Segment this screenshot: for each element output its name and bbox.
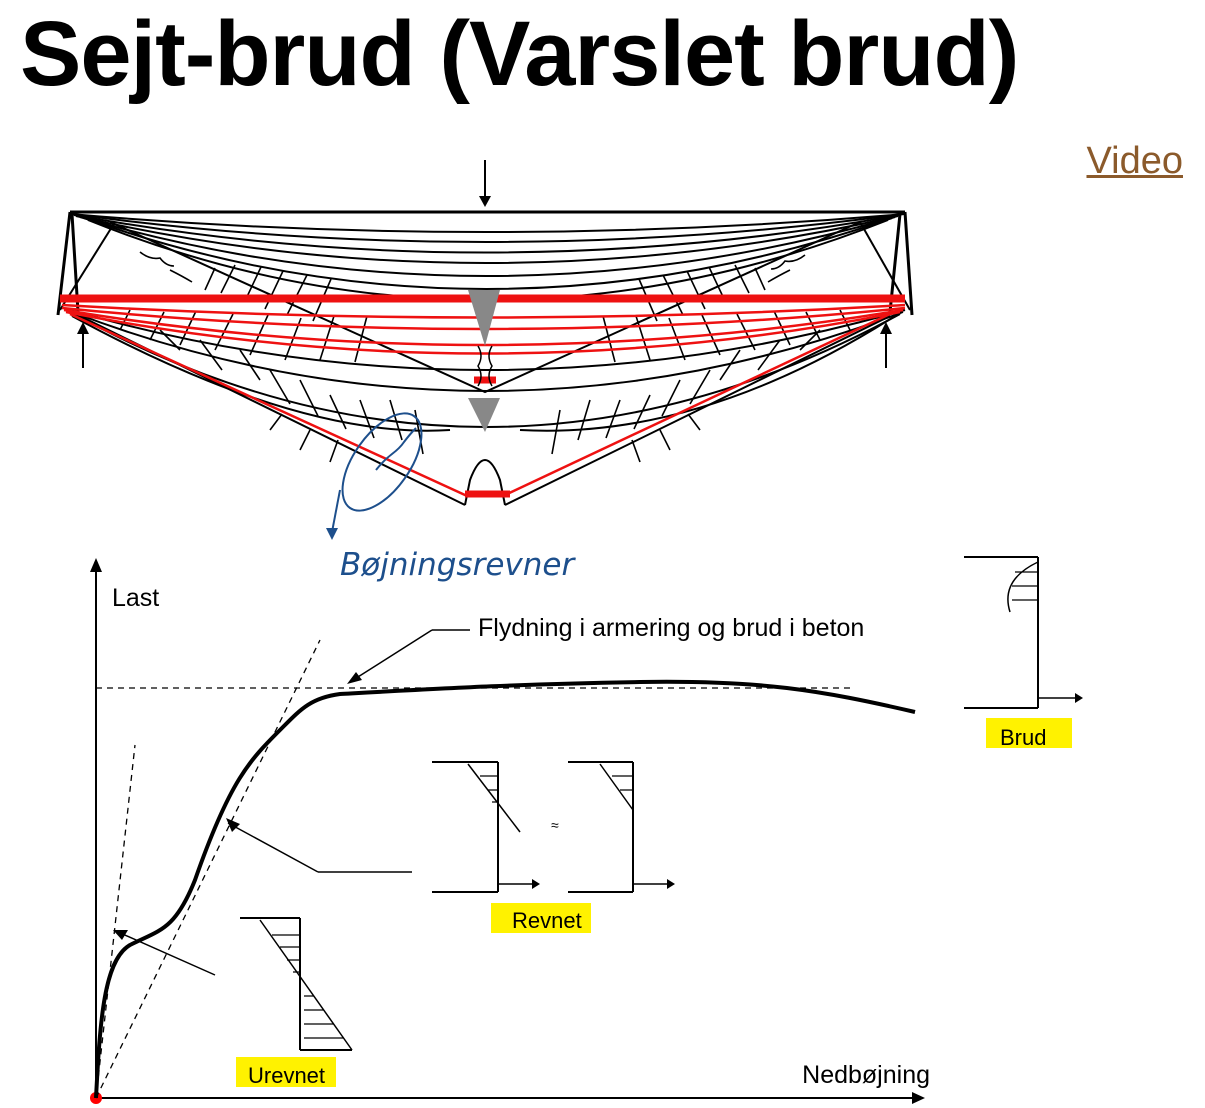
stage-urevnet-label: Urevnet — [248, 1063, 325, 1088]
beam-diagram — [56, 160, 914, 506]
yield-leader — [347, 629, 470, 684]
left-support-arrow-icon — [77, 322, 89, 368]
x-axis-label: Nedbøjning — [802, 1061, 930, 1089]
stage-brud: Brud — [964, 556, 1083, 750]
x-axis — [96, 1092, 925, 1104]
stage-revnet: ≈ Revnet — [226, 761, 675, 933]
y-axis-label: Last — [112, 584, 159, 612]
right-support-arrow-icon — [880, 322, 892, 368]
yield-label: Flydning i armering og brud i beton — [478, 614, 864, 642]
stage-brud-label: Brud — [1000, 725, 1046, 750]
approx-symbol: ≈ — [551, 817, 559, 833]
load-deflection-curve — [94, 679, 916, 1099]
y-axis — [90, 558, 102, 1098]
video-link[interactable]: Video — [1086, 140, 1183, 182]
slide-title: Sejt-brud (Varslet brud) — [20, 3, 1019, 105]
handwritten-annotation: Bøjningsrevner — [326, 412, 576, 583]
annotation-label: Bøjningsrevner — [340, 547, 576, 583]
stage-urevnet: Urevnet — [113, 917, 353, 1088]
guide-lines — [95, 639, 850, 1099]
load-arrow-icon — [479, 160, 491, 207]
load-deflection-graph: Last Nedbøjning Flydning i armering og b… — [90, 556, 1083, 1104]
stage-revnet-label: Revnet — [512, 908, 582, 933]
